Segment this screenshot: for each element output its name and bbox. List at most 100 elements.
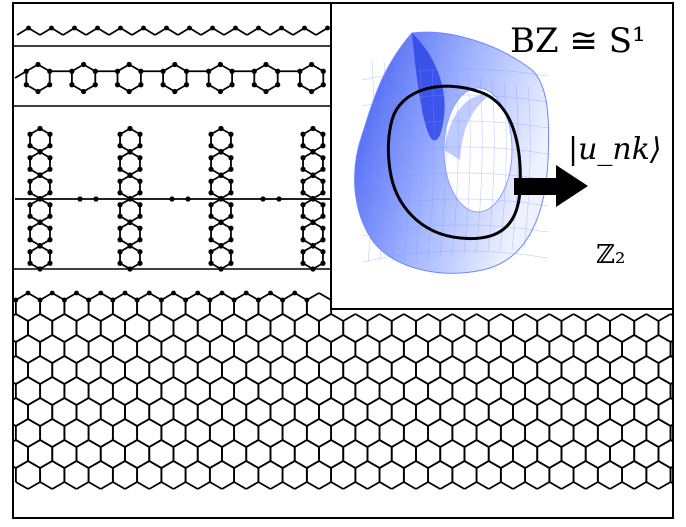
atom	[35, 61, 41, 68]
bond	[597, 481, 611, 490]
atom	[117, 249, 123, 255]
bond	[112, 376, 126, 385]
bond	[367, 460, 381, 469]
bond	[282, 481, 296, 490]
atom	[117, 202, 123, 208]
bond	[257, 439, 271, 448]
bond	[427, 481, 441, 490]
atom	[160, 82, 166, 88]
mesh-line	[427, 69, 435, 258]
bond	[15, 397, 29, 406]
bond	[14, 70, 27, 79]
bond	[573, 439, 587, 448]
bond	[51, 355, 65, 364]
bond	[185, 481, 199, 490]
bond	[464, 460, 478, 469]
bond	[585, 460, 599, 469]
bond	[27, 376, 41, 385]
atom	[47, 260, 53, 266]
atom	[47, 178, 53, 184]
bond	[148, 376, 162, 385]
bond	[476, 418, 490, 427]
bond	[645, 481, 659, 490]
bond	[658, 460, 672, 469]
atom	[25, 290, 31, 296]
atom	[137, 155, 143, 161]
bond	[573, 460, 587, 469]
bond	[148, 334, 162, 343]
bond	[391, 355, 405, 364]
bond	[63, 313, 77, 322]
bond	[245, 397, 259, 406]
atom	[309, 61, 315, 68]
bond	[597, 418, 611, 427]
bond	[367, 439, 381, 448]
bond	[112, 418, 126, 427]
mesh-line	[361, 172, 549, 185]
bond	[112, 481, 126, 490]
bond	[354, 460, 368, 469]
bond	[391, 439, 405, 448]
bond	[342, 334, 356, 343]
bond	[330, 397, 344, 406]
bond	[88, 313, 102, 322]
bond	[354, 418, 368, 427]
bond	[403, 418, 417, 427]
bond	[330, 313, 344, 322]
bond	[185, 418, 199, 427]
atom	[92, 82, 98, 88]
atom	[117, 225, 123, 231]
bond	[233, 313, 247, 322]
bond	[185, 460, 199, 469]
bond	[63, 334, 77, 343]
bond	[136, 481, 150, 490]
mesh-line	[361, 250, 549, 263]
bond	[173, 376, 187, 385]
mesh-line	[391, 63, 399, 261]
bond	[39, 355, 53, 364]
bond	[658, 313, 672, 322]
atom	[138, 82, 144, 88]
atom	[35, 88, 41, 95]
bond	[573, 418, 587, 427]
atom	[23, 82, 29, 88]
bond	[609, 334, 623, 343]
bond	[51, 376, 65, 385]
bond	[63, 355, 77, 364]
bond	[160, 376, 174, 385]
atom	[27, 166, 33, 172]
atom	[27, 237, 33, 243]
bond	[367, 397, 381, 406]
bond	[561, 313, 575, 322]
bond	[536, 439, 550, 448]
bond	[403, 313, 417, 322]
atom	[137, 237, 143, 243]
atom	[300, 237, 306, 243]
atom	[251, 82, 257, 88]
bond	[512, 334, 526, 343]
bond	[585, 355, 599, 364]
bond	[621, 313, 635, 322]
bond	[403, 439, 417, 448]
atom	[310, 125, 316, 132]
bond	[306, 334, 320, 343]
bond	[536, 397, 550, 406]
bond	[536, 418, 550, 427]
mesh-line	[361, 224, 549, 237]
bond	[415, 460, 429, 469]
bond	[524, 418, 538, 427]
bond	[330, 334, 344, 343]
atom	[160, 68, 166, 74]
mesh-line	[361, 120, 549, 133]
atom	[320, 225, 326, 231]
atom	[47, 225, 53, 231]
atom	[320, 213, 326, 219]
atom	[69, 82, 75, 88]
bond	[14, 423, 17, 427]
bond	[403, 460, 417, 469]
bond	[136, 313, 150, 322]
atom	[138, 68, 144, 74]
bond	[548, 355, 562, 364]
bond	[124, 313, 138, 322]
